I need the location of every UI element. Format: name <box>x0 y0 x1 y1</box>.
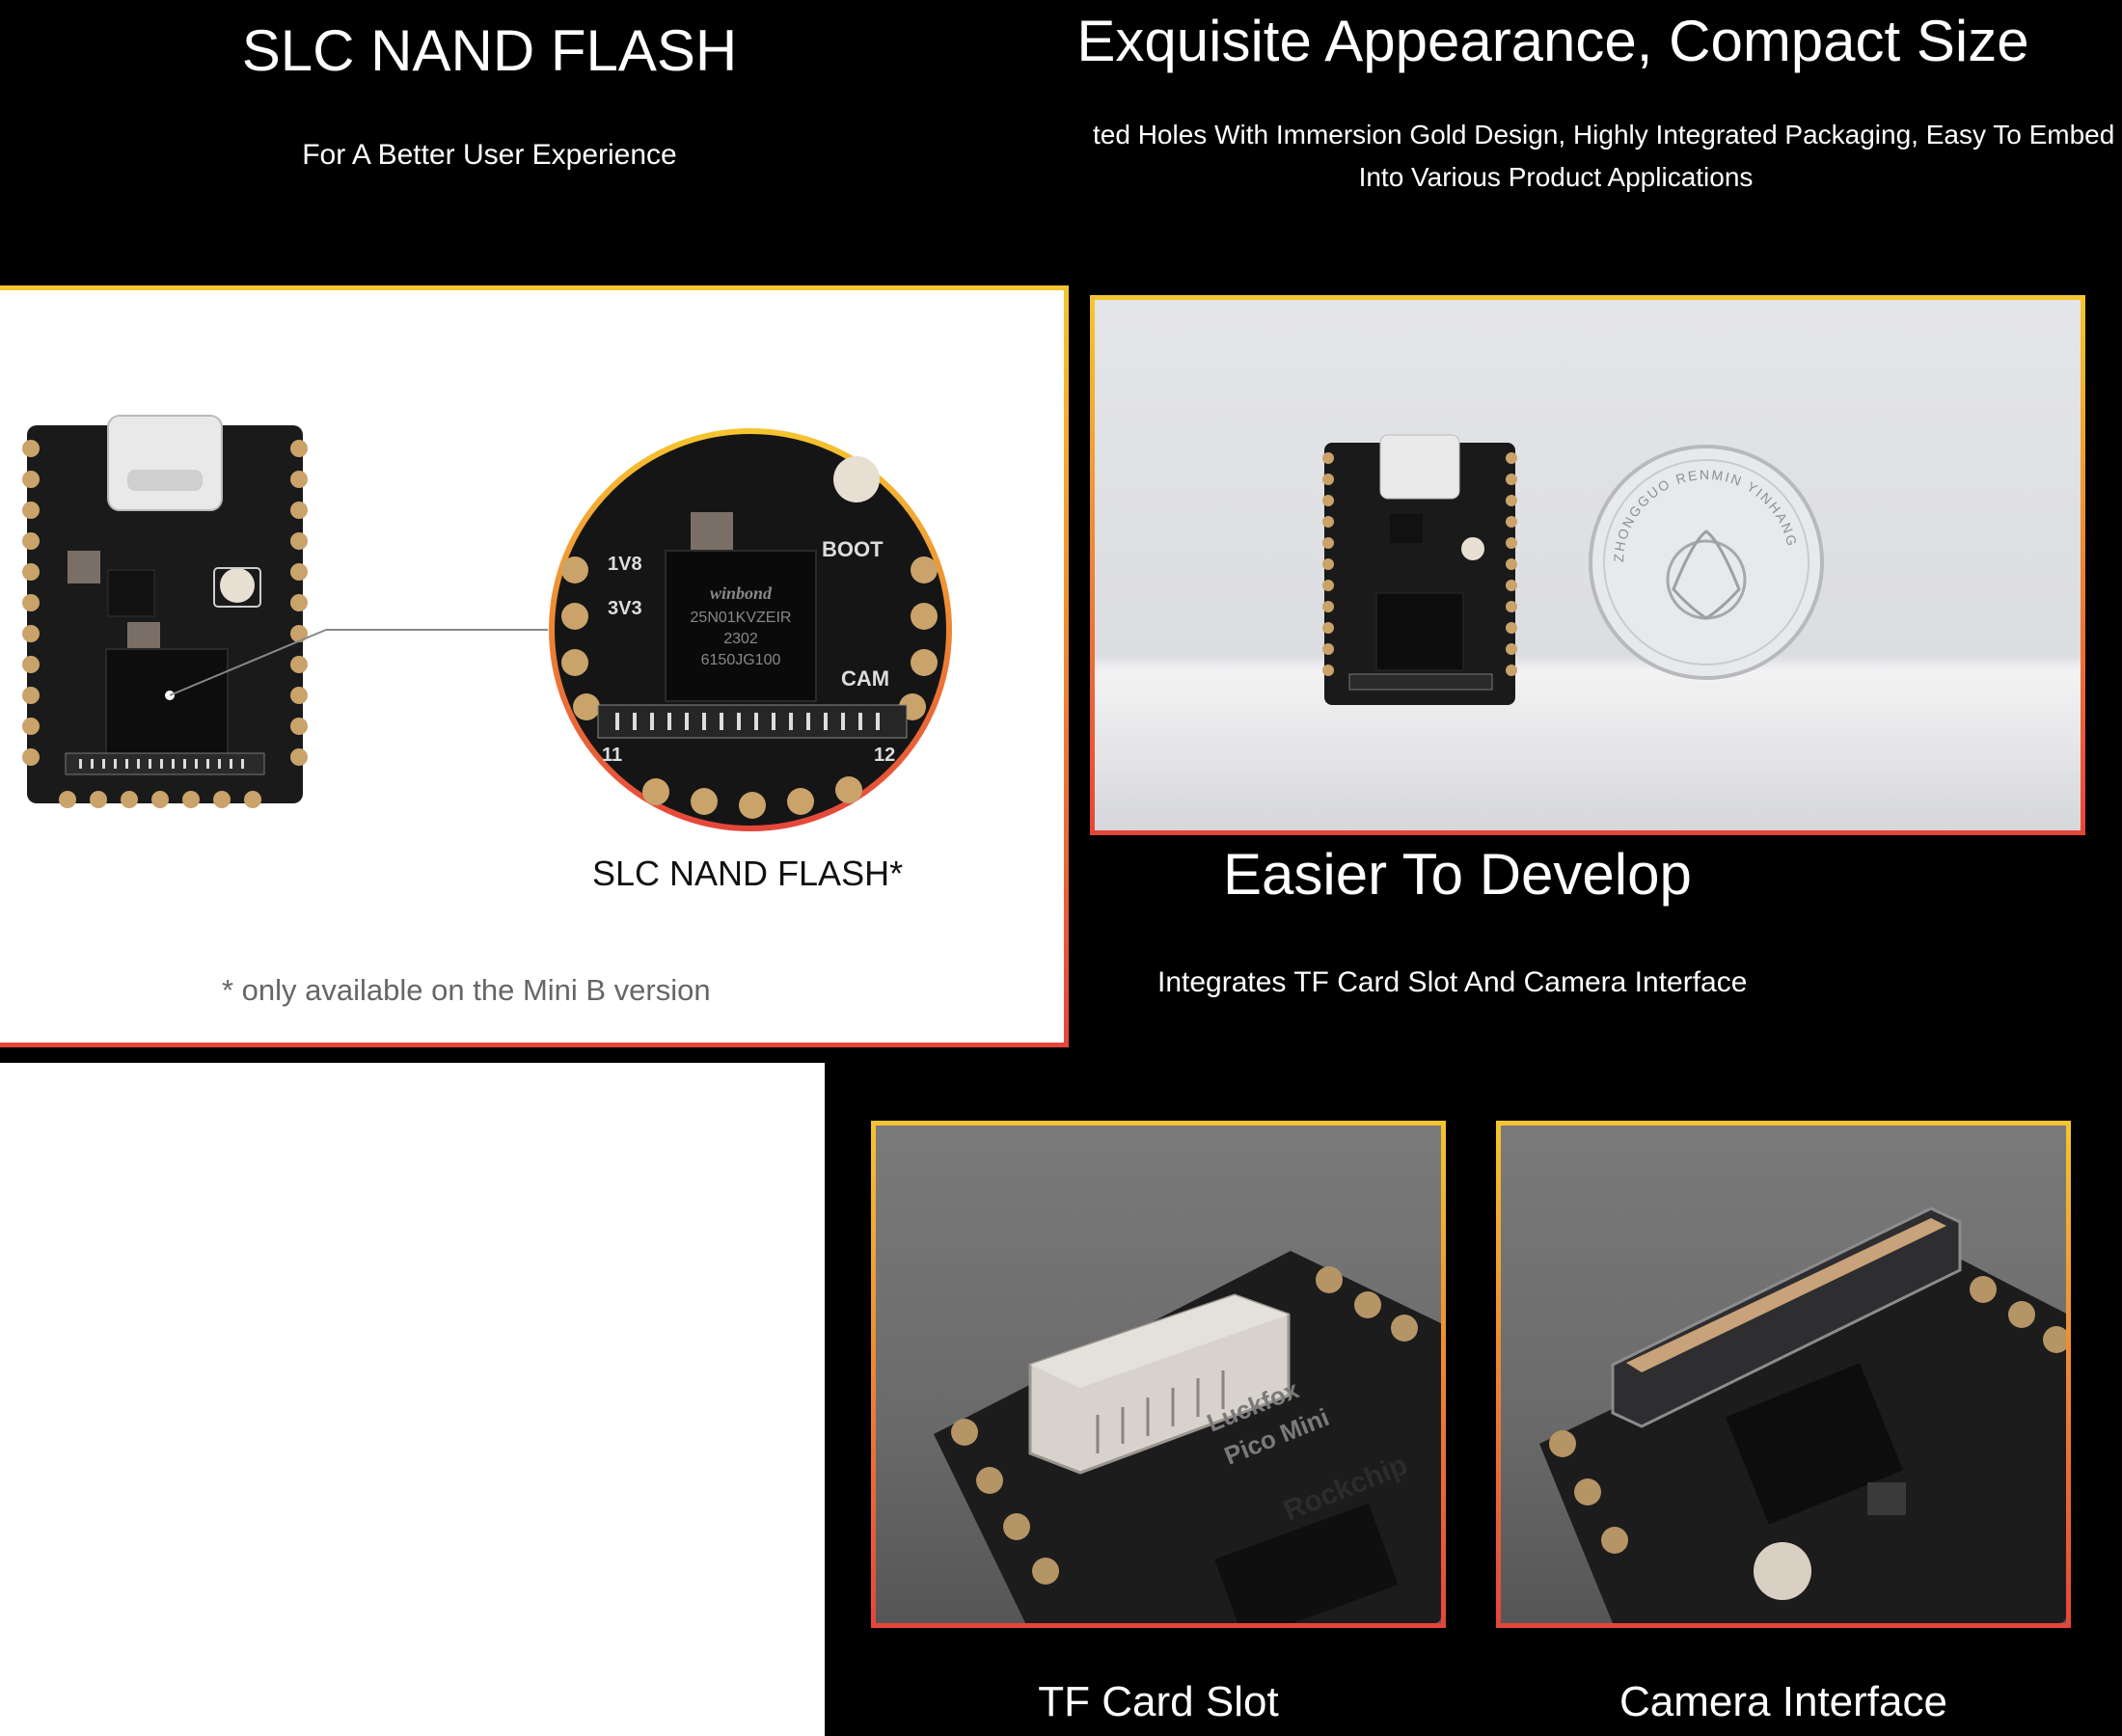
blank-area <box>0 1063 825 1736</box>
label-1v8: 1V8 <box>608 554 642 575</box>
nand-flash-panel: winbond 25N01KVZEIR 2302 6150JG100 BOOT … <box>0 285 1069 1047</box>
pin-12: 12 <box>874 745 895 766</box>
tf-card-slot-card: Luckfox Pico Mini Rockchip <box>871 1121 1446 1628</box>
appearance-subtitle-line1: ted Holes With Immersion Gold Design, Hi… <box>1093 120 2115 149</box>
camera-interface-caption: Camera Interface <box>1619 1678 1947 1725</box>
nand-title: SLC NAND FLASH <box>241 18 738 83</box>
nand-board-illustration: winbond 25N01KVZEIR 2302 6150JG100 BOOT … <box>22 415 952 831</box>
chip-date: 2302 <box>723 631 758 647</box>
nand-callout: SLC NAND FLASH* <box>592 854 904 893</box>
coin: ZHONGGUO RENMIN YINHANG <box>1589 445 1824 680</box>
tf-card-slot-caption: TF Card Slot <box>1038 1678 1279 1725</box>
pcb-board <box>22 415 308 808</box>
tf-card-illustration: Luckfox Pico Mini Rockchip <box>934 1251 1441 1623</box>
chip-part: 25N01KVZEIR <box>691 610 792 626</box>
size-comparison-panel: ZHONGGUO RENMIN YINHANG <box>1090 295 2085 835</box>
develop-title: Easier To Develop <box>1223 842 1692 907</box>
label-cam: CAM <box>841 666 889 691</box>
mini-b-note: * only available on the Mini B version <box>222 973 711 1007</box>
appearance-title: Exquisite Appearance, Compact Size <box>1076 9 2029 73</box>
chip-lot: 6150JG100 <box>701 652 781 668</box>
pcb-board-small <box>1322 434 1517 705</box>
develop-subtitle: Integrates TF Card Slot And Camera Inter… <box>1157 966 1748 998</box>
appearance-subtitle-line2: Into Various Product Applications <box>1358 162 1754 192</box>
chip-brand: winbond <box>710 583 773 603</box>
camera-illustration <box>1539 1207 2066 1623</box>
pin-11: 11 <box>602 745 622 766</box>
camera-interface-card <box>1496 1121 2071 1628</box>
board-coin-illustration: ZHONGGUO RENMIN YINHANG <box>1322 434 1824 705</box>
magnifier-circle: winbond 25N01KVZEIR 2302 6150JG100 BOOT … <box>549 428 952 831</box>
nand-subtitle: For A Better User Experience <box>302 139 677 171</box>
label-3v3: 3V3 <box>608 598 642 619</box>
label-boot: BOOT <box>822 537 884 561</box>
